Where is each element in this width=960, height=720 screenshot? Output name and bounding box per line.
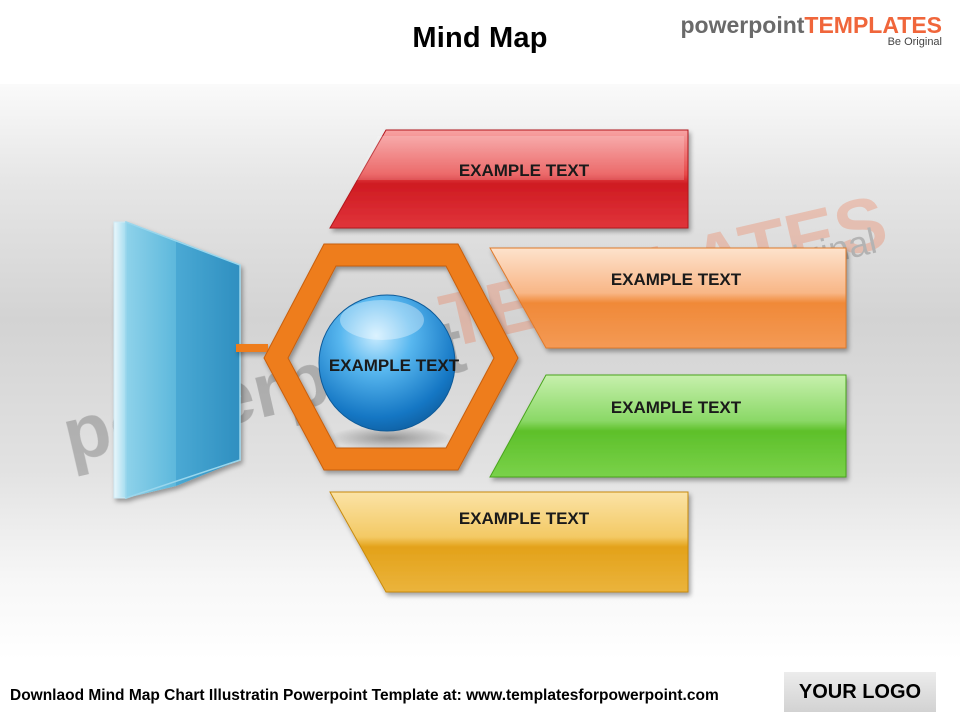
brand-name-part1: powerpoint [680,12,805,38]
brand-logo: powerpointTEMPLATES Be Original [680,12,942,48]
center-sphere [318,294,456,432]
page-title: Mind Map [412,22,548,54]
branch-label-4: EXAMPLE TEXT [459,509,590,528]
branch-green [489,374,847,478]
footer-text: Downlaod Mind Map Chart Illustratin Powe… [10,687,719,704]
logo-placeholder: YOUR LOGO [784,672,936,712]
branch-yellow [329,491,689,593]
branch-label-3: EXAMPLE TEXT [611,398,742,417]
branch-label-2: EXAMPLE TEXT [611,270,742,289]
brand-name: powerpointTEMPLATES [680,12,942,38]
brand-tagline: Be Original [887,36,942,48]
logo-text: YOUR LOGO [798,680,922,703]
center-hexagon [236,243,519,471]
branch-orange [489,247,847,349]
branch-label-1: EXAMPLE TEXT [459,161,590,180]
header-band [0,0,960,84]
center-label: EXAMPLE TEXT [329,356,460,375]
sphere-highlight [340,300,424,340]
sphere-shadow [328,426,452,450]
brand-name-part2: TEMPLATES [804,12,942,38]
door-shape [113,220,241,500]
branch-red [329,129,689,229]
